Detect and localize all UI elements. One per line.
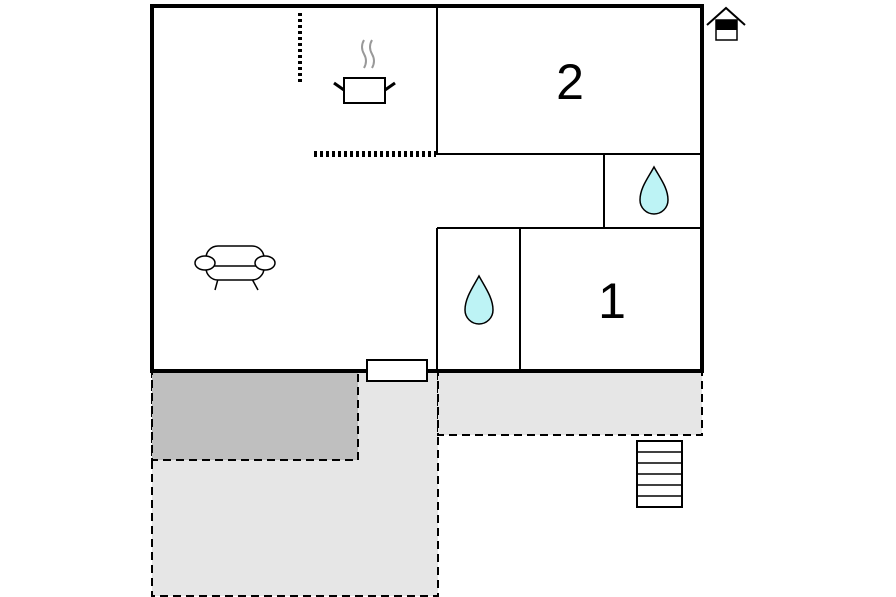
entrance-door: [366, 359, 428, 382]
room-label-bedroom-2: 2: [556, 54, 584, 110]
sofa-icon: [194, 245, 276, 291]
water-drop-icon: [464, 274, 494, 325]
water-drop-icon: [639, 165, 669, 215]
room-label-bedroom-1: 1: [598, 273, 626, 329]
house-floor-icon: [706, 6, 746, 41]
interior-walls: [436, 6, 702, 371]
cooking-pot-icon: [333, 39, 396, 104]
outer-walls: [150, 4, 704, 373]
terrace-right: [437, 371, 703, 436]
terrace-covered: [151, 371, 359, 461]
exterior-steps: [636, 440, 683, 508]
